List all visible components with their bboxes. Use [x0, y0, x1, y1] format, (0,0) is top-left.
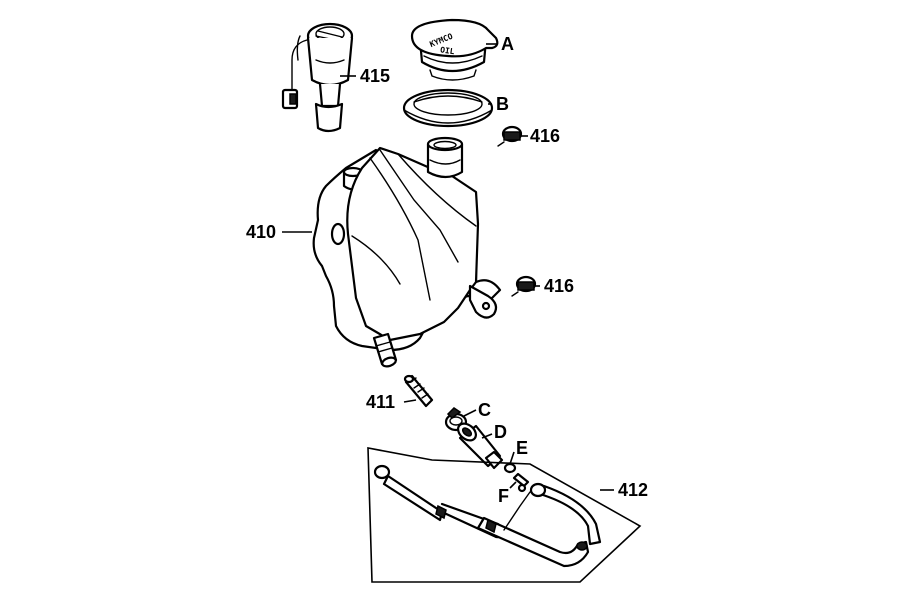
small-clip-E — [503, 462, 517, 474]
label-411: 411 — [366, 392, 395, 412]
connector-F — [512, 472, 530, 493]
hose-assembly-412 — [367, 447, 642, 583]
pipe-fitting-411 — [403, 374, 434, 408]
label-416-upper: 416 — [530, 126, 560, 146]
leader-lines — [282, 43, 614, 491]
cap-oil-text: OIL — [440, 45, 456, 56]
rubber-joint-D — [457, 422, 504, 470]
label-415: 415 — [360, 66, 390, 86]
label-E: E — [516, 438, 528, 458]
label-F: F — [498, 486, 509, 506]
cap-gasket-B — [402, 88, 494, 128]
label-D: D — [494, 422, 507, 442]
label-412: 412 — [618, 480, 648, 500]
callout-labels: 415 A B 416 410 416 411 C D E F 412 — [246, 34, 648, 506]
label-B: B — [496, 94, 509, 114]
oil-cap-A: KYMCO OIL — [410, 18, 499, 81]
mount-bolt-416-upper — [497, 125, 523, 147]
label-A: A — [501, 34, 514, 54]
label-416-lower: 416 — [544, 276, 574, 296]
mount-bolt-416-lower — [511, 275, 537, 297]
label-410: 410 — [246, 222, 276, 242]
oil-tank-410 — [312, 136, 502, 368]
label-C: C — [478, 400, 491, 420]
oil-level-sensor-415 — [281, 22, 354, 133]
